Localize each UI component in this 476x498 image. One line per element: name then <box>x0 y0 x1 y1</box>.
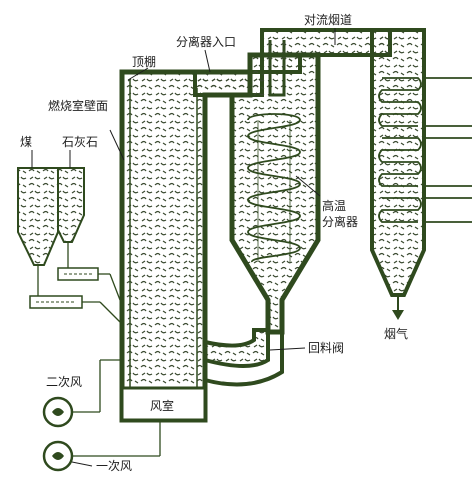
coal-label: 煤 <box>20 135 32 149</box>
convection-tube-bank <box>378 77 472 223</box>
separator-inlet-label: 分离器入口 <box>176 34 236 49</box>
separator-coil <box>247 113 301 263</box>
coal-feeder <box>29 295 83 309</box>
combustion-wall-label: 燃烧室壁面 <box>48 98 108 113</box>
flue-gas-label: 烟气 <box>384 326 408 341</box>
primary-air-label: 一次风 <box>96 459 132 473</box>
hot-separator-label-2: 分离器 <box>322 214 358 229</box>
leader-lines <box>31 28 336 467</box>
limestone-hopper <box>57 167 85 243</box>
limestone-label: 石灰石 <box>62 135 98 149</box>
convection-duct-label: 对流烟道 <box>304 13 352 27</box>
flue-gas-outlet <box>392 295 404 320</box>
secondary-air-label: 二次风 <box>46 375 82 389</box>
wind-box <box>120 386 207 422</box>
limestone-feeder <box>57 267 99 281</box>
secondary-air-fan <box>42 359 120 428</box>
coal-hopper <box>17 167 59 266</box>
return-leg <box>203 328 284 387</box>
roof-label: 顶棚 <box>132 54 156 69</box>
wind-box-label: 风室 <box>150 398 174 413</box>
hot-separator-label-1: 高温 <box>322 198 346 213</box>
return-valve-label: 回料阀 <box>308 341 344 355</box>
primary-air-fan <box>42 422 161 472</box>
feed-lines <box>37 242 121 323</box>
